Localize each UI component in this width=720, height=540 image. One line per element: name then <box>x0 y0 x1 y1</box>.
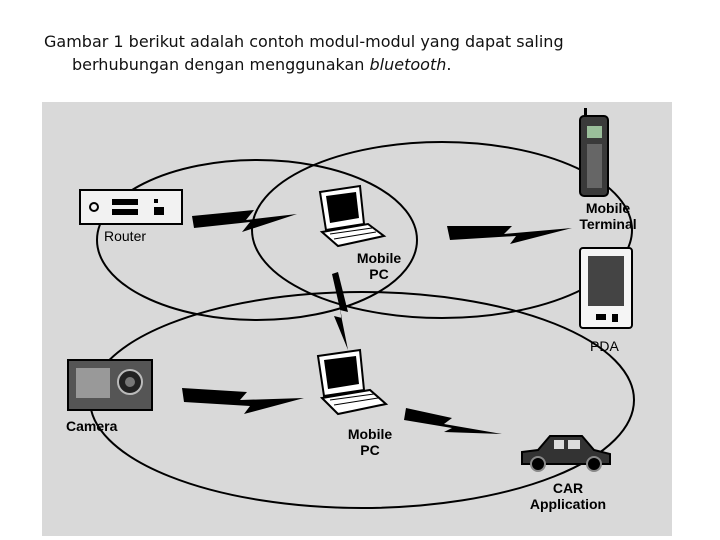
pda-label: PDA <box>590 338 619 354</box>
laptop-bottom-icon <box>316 348 389 416</box>
mobile-pc-bottom-label-line-1: Mobile <box>347 426 393 442</box>
mobile-terminal-label: Mobile Terminal <box>572 200 644 232</box>
mobile-pc-top-label: Mobile PC <box>350 250 408 282</box>
pda-icon <box>579 247 633 329</box>
caption-italic-word: bluetooth <box>369 55 447 74</box>
caption-line-1: Gambar 1 berikut adalah contoh modul-mod… <box>44 32 564 51</box>
car-label-line-1: CAR <box>552 480 584 496</box>
link-bolt-pc-terminal <box>447 226 572 244</box>
car-icon <box>521 435 611 472</box>
laptop-top-icon <box>318 184 387 248</box>
bluetooth-network-diagram: Router Mobile PC Mobile Terminal PDA Cam… <box>42 102 672 536</box>
mobile-phone-icon <box>579 108 609 197</box>
link-bolt-pc-car <box>404 408 502 434</box>
mobile-pc-bottom-label: Mobile PC <box>340 426 400 458</box>
piconet-ellipse-top-right <box>251 141 633 319</box>
mobile-pc-bottom-label-line-2: PC <box>360 442 380 458</box>
router-icon <box>79 189 183 225</box>
camera-icon <box>67 359 153 411</box>
link-bolt-camera-pc <box>182 388 304 414</box>
router-label: Router <box>104 228 147 244</box>
mobile-pc-top-label-line-2: PC <box>369 266 389 282</box>
mobile-terminal-label-line-2: Terminal <box>579 216 637 232</box>
link-bolt-pc-pc <box>332 272 348 350</box>
mobile-terminal-label-line-1: Mobile <box>585 200 631 216</box>
caption-period: . <box>446 55 452 74</box>
piconet-ellipse-top-left <box>96 159 418 321</box>
mobile-pc-top-label-line-1: Mobile <box>356 250 402 266</box>
diagram-drawing <box>67 108 635 509</box>
camera-label: Camera <box>66 418 118 434</box>
figure-caption: Gambar 1 berikut adalah contoh modul-mod… <box>44 30 684 76</box>
caption-line-2-text: berhubungan dengan menggunakan <box>72 55 370 74</box>
car-application-label: CAR Application <box>520 480 616 512</box>
caption-line-2: berhubungan dengan menggunakan bluetooth… <box>44 53 684 76</box>
link-bolt-router-pc <box>192 210 297 232</box>
car-label-line-2: Application <box>529 496 607 512</box>
